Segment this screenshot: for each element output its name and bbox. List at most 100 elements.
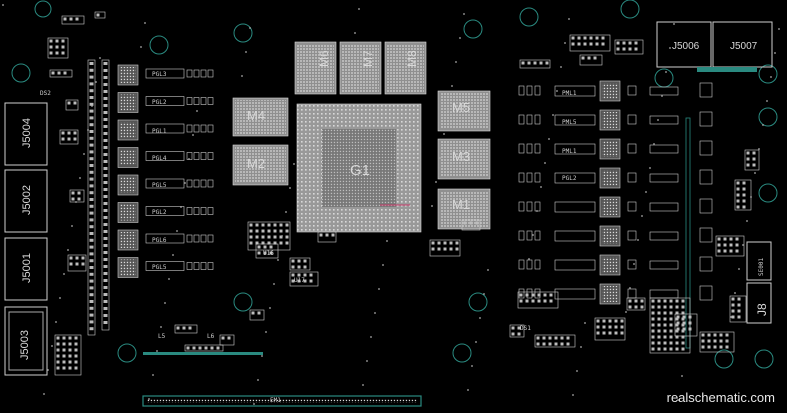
- vrm-right-cap: [534, 172, 541, 183]
- conn-label-se001: SE001: [758, 258, 765, 276]
- pml-label-2: PML1: [562, 148, 577, 155]
- misc-label-ds1: DS1: [520, 325, 531, 332]
- via: [459, 37, 461, 39]
- vrm-right-cap: [526, 143, 533, 154]
- misc-label-em1: EM1: [270, 397, 281, 404]
- via: [99, 57, 101, 59]
- vrm-left-cap: [200, 262, 207, 270]
- vrm-right-cap: [534, 201, 541, 212]
- via: [544, 162, 546, 164]
- misc-label-l5: L5: [158, 333, 166, 340]
- smd-part: [317, 231, 337, 243]
- vrm-right-small: [627, 259, 637, 270]
- vrm-left-cap: [207, 179, 214, 188]
- vrm-left-cap: [186, 234, 193, 243]
- via: [2, 4, 4, 6]
- vrm-right-part2: [699, 111, 713, 127]
- via: [568, 18, 570, 20]
- vrm-left-cap: [207, 97, 214, 105]
- via: [657, 119, 659, 121]
- vrm-left-tag: [145, 68, 185, 79]
- pgl-label-4: PGL5: [152, 182, 167, 189]
- via: [580, 346, 582, 348]
- smd-part: [579, 54, 603, 66]
- mem-label-m5: M5: [452, 100, 470, 115]
- vrm-right-tag: [554, 201, 596, 213]
- via: [750, 196, 752, 198]
- smd-part: [569, 34, 611, 52]
- via: [43, 393, 45, 395]
- via: [269, 307, 271, 309]
- via: [653, 143, 655, 145]
- via: [754, 172, 756, 174]
- via: [455, 61, 457, 63]
- mem-label-m7: M7: [361, 50, 375, 67]
- smd-part: [674, 313, 698, 337]
- vrm-right-part: [649, 202, 679, 212]
- via: [528, 258, 530, 260]
- via: [237, 99, 239, 101]
- via: [625, 311, 627, 313]
- via: [184, 182, 186, 184]
- vrm-left-cap: [207, 69, 214, 78]
- via: [95, 81, 97, 83]
- via: [730, 316, 732, 318]
- vrm-left-cap: [200, 124, 207, 133]
- vrm-left-cap: [193, 262, 200, 270]
- vrm-left-cap: [200, 69, 207, 78]
- via: [471, 365, 473, 367]
- via: [742, 244, 744, 246]
- via: [762, 124, 764, 126]
- via: [370, 336, 372, 338]
- vrm-right-part: [649, 86, 679, 96]
- smd-part: [614, 39, 644, 55]
- vrm-right-cap: [518, 172, 525, 183]
- via: [51, 345, 53, 347]
- via: [766, 100, 768, 102]
- memory-chips: [232, 41, 491, 230]
- via: [475, 341, 477, 343]
- mem-label-m6: M6: [317, 50, 331, 67]
- pml-label-3: PGL2: [562, 175, 577, 182]
- via: [532, 234, 534, 236]
- via: [770, 76, 772, 78]
- pcie-edge: [142, 352, 422, 407]
- misc-label-u17: U17: [294, 277, 305, 284]
- vrm-right-part: [649, 144, 679, 154]
- conn-label-j5003: J5003: [19, 330, 31, 360]
- via: [556, 90, 558, 92]
- silk-labels: G1 M6 M7 M8 M4 M5 M2 M3 M1 J5004 J5002 J…: [19, 41, 769, 404]
- via: [726, 340, 728, 342]
- conn-label-j5007: J5007: [730, 41, 758, 52]
- via: [79, 177, 81, 179]
- via: [467, 389, 469, 391]
- via: [649, 167, 651, 169]
- vrm-right-cap: [526, 172, 533, 183]
- via: [641, 215, 643, 217]
- vrm-left-tag: [145, 233, 185, 244]
- left-strip: [87, 59, 96, 336]
- smd-part: [715, 235, 745, 257]
- vrm-left-tag: [145, 96, 185, 106]
- via: [734, 292, 736, 294]
- vrm-left-cap: [207, 234, 214, 243]
- mem-label-m8: M8: [405, 50, 419, 67]
- vrm-right-tag: [554, 143, 596, 155]
- vrm-right-part2: [699, 140, 713, 156]
- pgl-label-6: PGL6: [152, 237, 167, 244]
- via: [431, 205, 433, 207]
- smd-part: [65, 99, 79, 111]
- mem-label-m1: M1: [452, 197, 470, 212]
- smd-part: [594, 317, 626, 341]
- via: [293, 163, 295, 165]
- via: [447, 109, 449, 111]
- vrm-right-part2: [699, 227, 713, 243]
- via: [479, 317, 481, 319]
- conn-label-j5004: J5004: [21, 118, 33, 148]
- via: [168, 278, 170, 280]
- vrm-left-cap: [207, 262, 214, 270]
- vrm-right-cap: [526, 201, 533, 212]
- vrm-right: [518, 80, 713, 349]
- via: [47, 369, 49, 371]
